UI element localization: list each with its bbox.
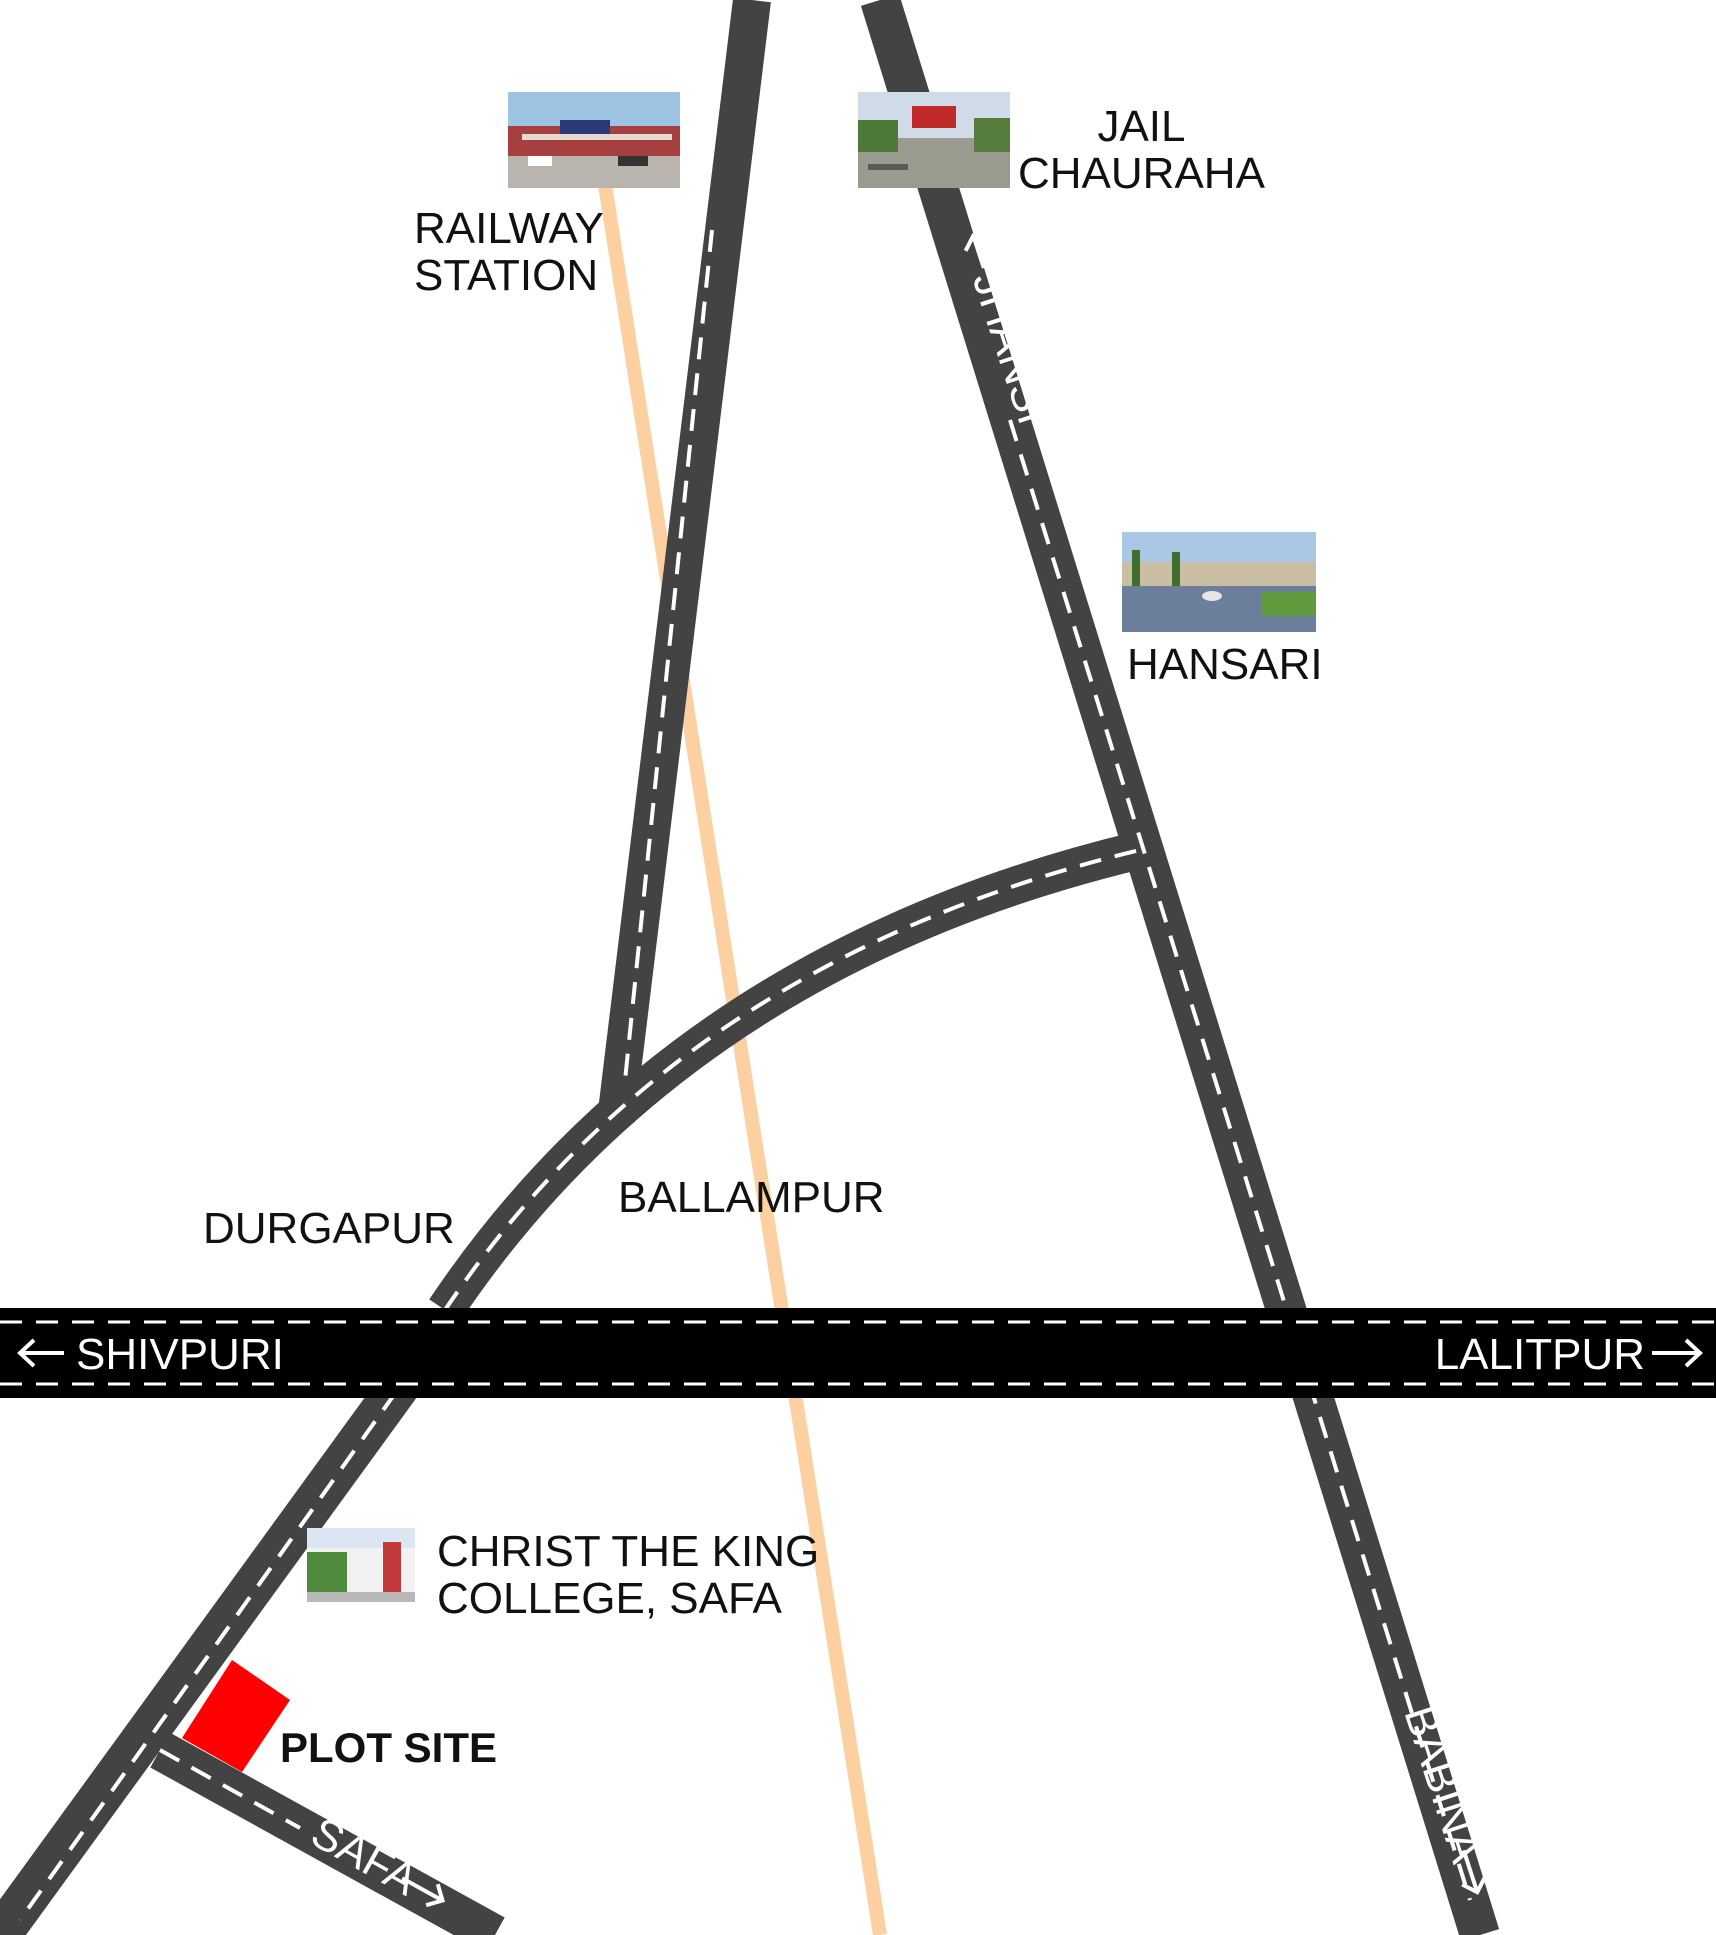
plot-site-marker	[182, 1660, 290, 1772]
railway-station-label-line2: STATION	[414, 251, 599, 300]
arrow-left-icon	[17, 1338, 64, 1368]
jail-chauraha-label-line2: CHAURAHA	[1018, 149, 1265, 198]
arrow-jhansi-icon	[963, 232, 990, 269]
jail-chauraha-label: JAIL CHAURAHA	[1018, 103, 1265, 197]
jail-chauraha-photo	[858, 92, 1010, 188]
college-label-line1: CHRIST THE KING	[437, 1527, 820, 1576]
road-railway-station	[597, 0, 771, 1123]
railway-station-photo	[508, 92, 680, 188]
road-curve	[429, 831, 1145, 1321]
plot-site-label: PLOT SITE	[280, 1724, 498, 1771]
durgapur-label: DURGAPUR	[203, 1204, 455, 1253]
arrow-right-icon	[1652, 1338, 1703, 1368]
hansari-photo	[1122, 532, 1316, 632]
arrow-babina-icon	[1461, 1849, 1487, 1895]
railway-station-label-line1: RAILWAY	[414, 204, 604, 253]
jail-chauraha-label-line1: JAIL	[1097, 102, 1186, 151]
college-label: CHRIST THE KING COLLEGE, SAFA	[437, 1528, 819, 1622]
road-jhansi-babina	[860, 0, 1500, 1935]
road-safa	[150, 1732, 505, 1935]
railway-line	[598, 183, 887, 1935]
road-label-babina: BABINA	[1394, 1700, 1491, 1869]
hansari-label: HANSARI	[1127, 640, 1323, 689]
college-label-line2: COLLEGE, SAFA	[437, 1574, 782, 1623]
railway-station-label: RAILWAY STATION	[414, 205, 604, 299]
road-plot-site	[0, 1369, 419, 1935]
road-label-lalitpur: LALITPUR	[1435, 1330, 1645, 1379]
college-photo	[307, 1528, 415, 1602]
road-label-safa: SAFA	[303, 1808, 426, 1906]
ballampur-label: BALLAMPUR	[618, 1173, 885, 1222]
road-label-shivpuri: SHIVPURI	[76, 1330, 284, 1379]
highway-shivpuri-lalitpur	[0, 1308, 1716, 1398]
arrow-safa-icon	[401, 1876, 445, 1908]
